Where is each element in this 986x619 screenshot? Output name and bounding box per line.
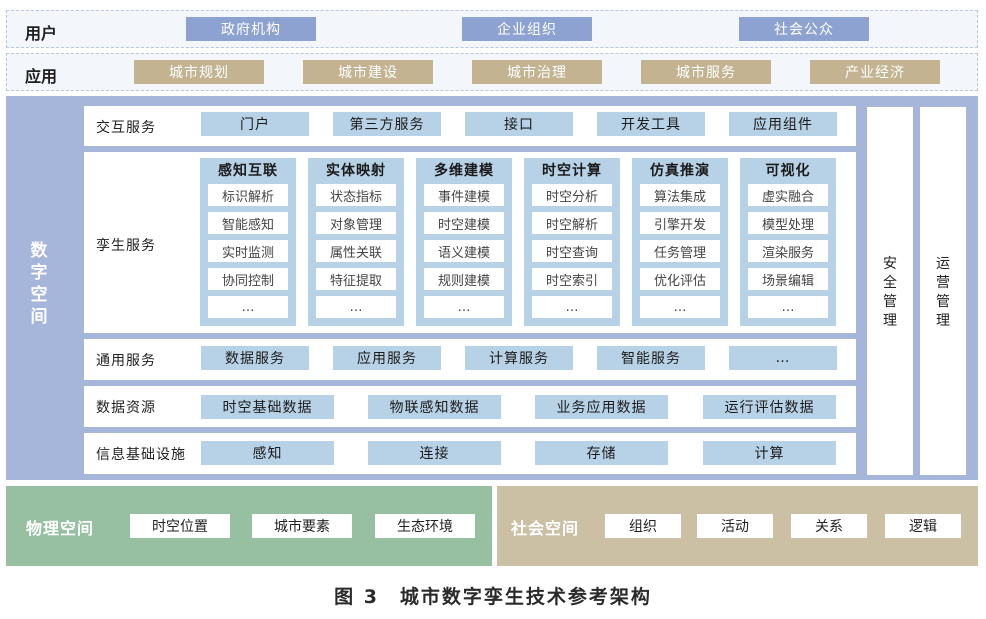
- twin-column-item: 标识解析: [208, 184, 288, 206]
- twin-column-item: …: [532, 296, 612, 318]
- app-planning: 城市规划: [134, 60, 264, 84]
- data-iot: 物联感知数据: [368, 395, 501, 419]
- interaction-components: 应用组件: [729, 112, 837, 136]
- infra-title: 信息基础设施: [96, 447, 186, 463]
- twin-column-item: 场景编辑: [748, 268, 828, 290]
- app-service: 城市服务: [641, 60, 771, 84]
- data-business: 业务应用数据: [535, 395, 668, 419]
- twin-column-item: …: [748, 296, 828, 318]
- twin-column-item: 时空建模: [424, 212, 504, 234]
- twin-column-item: …: [208, 296, 288, 318]
- operations-label: 运营管理: [936, 256, 950, 329]
- app-governance: 城市治理: [472, 60, 602, 84]
- app-construction: 城市建设: [303, 60, 433, 84]
- twin-column-head: 感知互联: [218, 163, 278, 179]
- physical-location: 时空位置: [130, 514, 230, 538]
- twin-column-item: 算法集成: [640, 184, 720, 206]
- social-space-title: 社会空间: [511, 519, 580, 538]
- apps-band: 应用 城市规划 城市建设 城市治理 城市服务 产业经济: [6, 53, 978, 91]
- interaction-title: 交互服务: [96, 120, 156, 136]
- users-band: 用户 政府机构 企业组织 社会公众: [6, 10, 978, 48]
- twin-column-item: 特征提取: [316, 268, 396, 290]
- physical-space-title: 物理空间: [26, 519, 95, 538]
- twin-column-head: 仿真推演: [650, 163, 710, 179]
- data-evaluation: 运行评估数据: [703, 395, 836, 419]
- common-data-service: 数据服务: [201, 346, 309, 370]
- user-government: 政府机构: [186, 17, 316, 41]
- common-compute-service: 计算服务: [465, 346, 573, 370]
- twin-column-item: 时空查询: [532, 240, 612, 262]
- interaction-third-party: 第三方服务: [333, 112, 441, 136]
- app-economy: 产业经济: [810, 60, 940, 84]
- physical-space-panel: 物理空间 时空位置 城市要素 生态环境: [6, 486, 492, 566]
- twin-column-item: 时空分析: [532, 184, 612, 206]
- twin-column: 多维建模事件建模时空建模语义建模规则建模 …: [416, 158, 512, 326]
- twin-column: 仿真推演算法集成引擎开发任务管理优化评估 …: [632, 158, 728, 326]
- interaction-dev-tools: 开发工具: [597, 112, 705, 136]
- twin-title: 孪生服务: [96, 238, 156, 254]
- social-logic: 逻辑: [885, 514, 961, 538]
- physical-ecology: 生态环境: [375, 514, 475, 538]
- twin-column: 时空计算时空分析时空解析时空查询时空索引 …: [524, 158, 620, 326]
- infra-connection: 连接: [368, 441, 501, 465]
- twin-column-item: 语义建模: [424, 240, 504, 262]
- twin-column-item: 对象管理: [316, 212, 396, 234]
- twin-column-item: 渲染服务: [748, 240, 828, 262]
- twin-column-item: 任务管理: [640, 240, 720, 262]
- twin-column-item: 时空索引: [532, 268, 612, 290]
- twin-column-head: 实体映射: [326, 163, 386, 179]
- twin-column-head: 时空计算: [542, 163, 602, 179]
- twin-column: 感知互联标识解析智能感知实时监测协同控制 …: [200, 158, 296, 326]
- twin-column-item: 智能感知: [208, 212, 288, 234]
- twin-column-head: 可视化: [765, 163, 811, 179]
- twin-column-item: 虚实融合: [748, 184, 828, 206]
- interaction-portal: 门户: [201, 112, 309, 136]
- infra-sensing: 感知: [201, 441, 334, 465]
- social-relation: 关系: [791, 514, 867, 538]
- apps-title: 应用: [25, 67, 58, 86]
- twin-column-item: 规则建模: [424, 268, 504, 290]
- operations-panel: 运营管理: [920, 107, 966, 475]
- twin-column-item: …: [640, 296, 720, 318]
- common-more: …: [729, 346, 837, 370]
- infra-compute: 计算: [703, 441, 836, 465]
- twin-column-head: 多维建模: [434, 163, 494, 179]
- figure-caption: 图 3 城市数字孪生技术参考架构: [334, 586, 652, 608]
- twin-column-item: 事件建模: [424, 184, 504, 206]
- users-title: 用户: [25, 24, 58, 43]
- twin-column-item: 协同控制: [208, 268, 288, 290]
- physical-elements: 城市要素: [252, 514, 352, 538]
- twin-column-item: 状态指标: [316, 184, 396, 206]
- data-title: 数据资源: [96, 400, 156, 416]
- twin-column-item: …: [316, 296, 396, 318]
- twin-column-item: 时空解析: [532, 212, 612, 234]
- social-organization: 组织: [605, 514, 681, 538]
- twin-column-item: 属性关联: [316, 240, 396, 262]
- twin-column-item: 实时监测: [208, 240, 288, 262]
- user-enterprise: 企业组织: [462, 17, 592, 41]
- common-title: 通用服务: [96, 353, 156, 369]
- common-app-service: 应用服务: [333, 346, 441, 370]
- twin-column-item: 优化评估: [640, 268, 720, 290]
- common-ai-service: 智能服务: [597, 346, 705, 370]
- twin-column-item: 模型处理: [748, 212, 828, 234]
- twin-column-item: 引擎开发: [640, 212, 720, 234]
- infra-storage: 存储: [535, 441, 668, 465]
- twin-column: 实体映射状态指标对象管理属性关联特征提取 …: [308, 158, 404, 326]
- interaction-interface: 接口: [465, 112, 573, 136]
- data-spatiotemporal: 时空基础数据: [201, 395, 334, 419]
- security-label: 安全管理: [883, 256, 897, 329]
- user-public: 社会公众: [739, 17, 869, 41]
- security-panel: 安全管理: [867, 107, 913, 475]
- digital-space-label: 数字空间: [30, 241, 48, 327]
- social-activity: 活动: [697, 514, 773, 538]
- social-space-panel: 社会空间 组织 活动 关系 逻辑: [497, 486, 978, 566]
- twin-column: 可视化虚实融合模型处理渲染服务场景编辑 …: [740, 158, 836, 326]
- twin-column-item: …: [424, 296, 504, 318]
